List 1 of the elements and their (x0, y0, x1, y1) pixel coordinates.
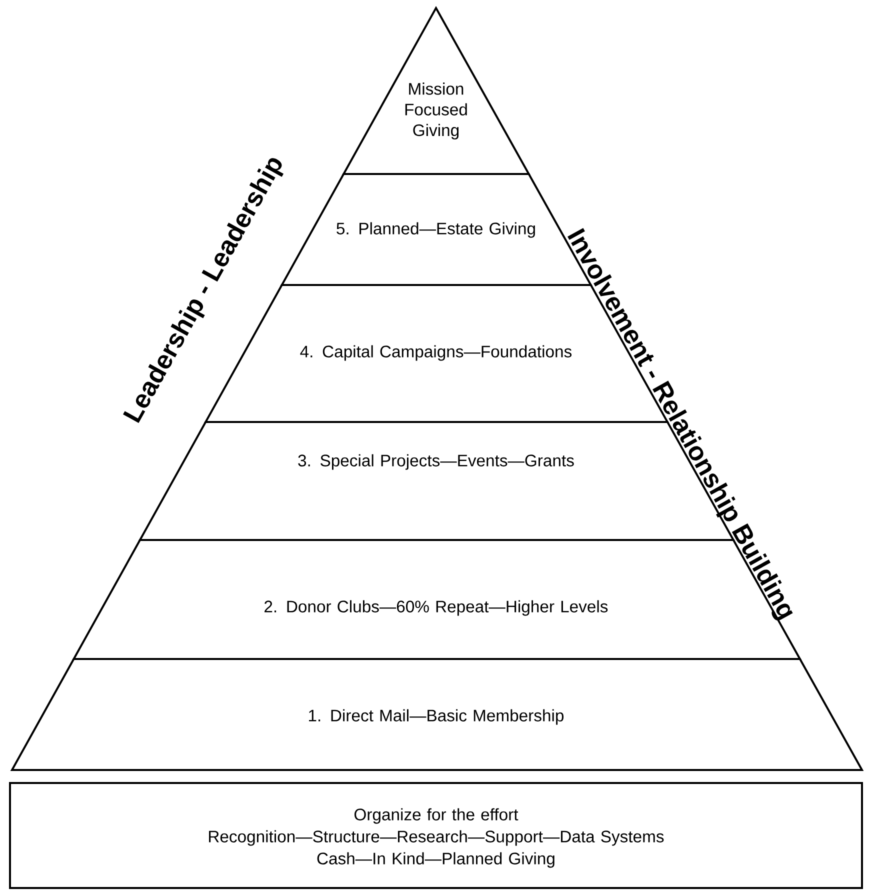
foundation-box: Organize for the effort Recognition—Structure—Research—Support—Data Systems Cash—In Kind—Planned Giving (9, 782, 863, 889)
